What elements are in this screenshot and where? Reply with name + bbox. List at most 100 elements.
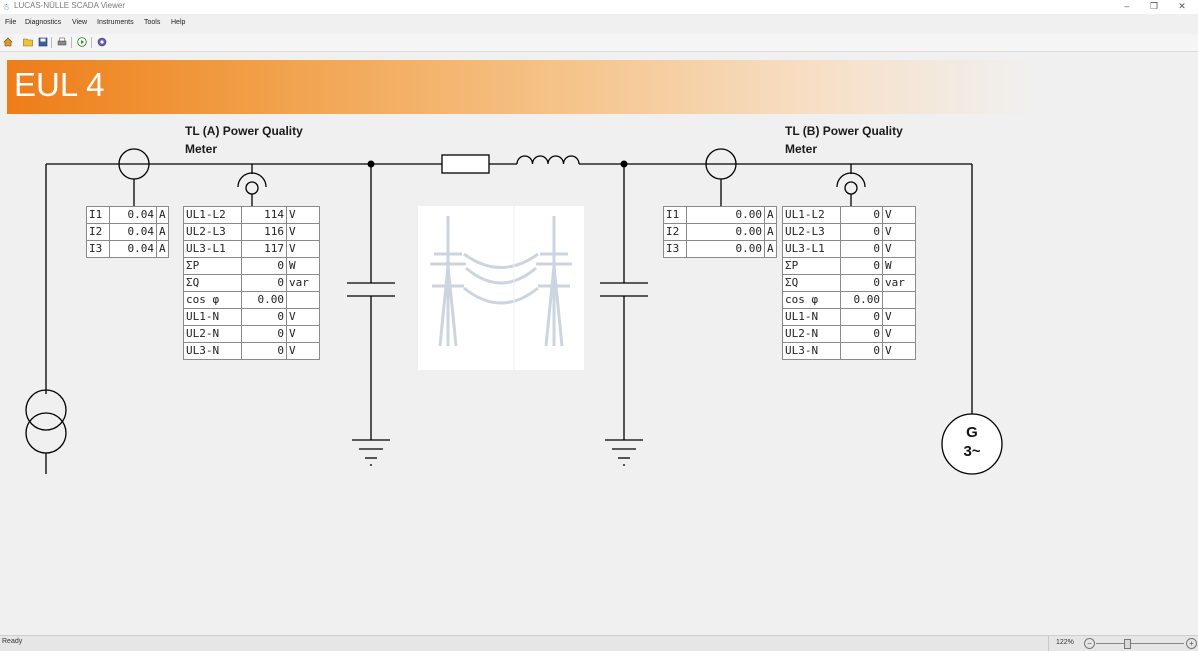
cell-value: 114 — [241, 206, 287, 224]
cell-value: 0 — [241, 274, 287, 292]
cell-unit — [882, 291, 916, 309]
cell-name: I3 — [663, 240, 687, 258]
transformer-coil-icon — [25, 412, 67, 454]
cell-unit: V — [286, 342, 320, 360]
cell-unit: A — [156, 240, 169, 258]
cell-name: UL3-L1 — [183, 240, 242, 258]
cell-unit: V — [286, 206, 320, 224]
inductor-icon — [516, 155, 580, 165]
cell-unit: V — [882, 223, 916, 241]
cell-name: I3 — [86, 240, 110, 258]
cell-name: ΣP — [183, 257, 242, 275]
settings-gear-icon[interactable] — [97, 37, 107, 47]
app-logo-icon: ☃ — [2, 2, 11, 12]
cell-name: I2 — [86, 223, 110, 241]
cell-value: 0.00 — [686, 240, 765, 258]
home-icon[interactable] — [3, 37, 13, 47]
cell-value: 0 — [840, 257, 883, 275]
save-icon[interactable] — [38, 37, 48, 47]
cell-value: 0 — [840, 342, 883, 360]
cell-name: UL2-N — [782, 325, 841, 343]
voltage-probe-a-icon — [237, 172, 267, 188]
cell-unit: W — [882, 257, 916, 275]
page-title: EUL 4 — [14, 66, 105, 103]
cell-name: UL2-L3 — [183, 223, 242, 241]
toolbar-separator — [71, 37, 72, 48]
cell-unit: V — [286, 308, 320, 326]
restore-button[interactable]: ❐ — [1149, 1, 1159, 11]
meter-a-label: TL (A) Power Quality Meter — [185, 122, 325, 158]
transmission-tower-image — [418, 206, 584, 370]
cell-name: cos φ — [183, 291, 242, 309]
cell-name: UL1-N — [183, 308, 242, 326]
voltage-probe-b-icon — [844, 181, 858, 195]
menu-help[interactable]: Help — [171, 19, 186, 26]
cell-unit: V — [286, 325, 320, 343]
cell-unit: var — [286, 274, 320, 292]
junction-dot — [367, 160, 375, 168]
generator-label-line2: 3~ — [963, 443, 981, 460]
cell-value: 0 — [241, 342, 287, 360]
meter-b-label: TL (B) Power Quality Meter — [785, 122, 925, 158]
page-banner: EUL 4 — [7, 60, 1032, 114]
cell-name: I1 — [663, 206, 687, 224]
cell-value: 0 — [840, 325, 883, 343]
cell-value: 0.00 — [686, 223, 765, 241]
cell-unit: V — [882, 342, 916, 360]
zoom-slider-track[interactable] — [1096, 643, 1184, 644]
cell-value: 0.04 — [109, 206, 157, 224]
menu-tools[interactable]: Tools — [144, 19, 161, 26]
open-folder-icon[interactable] — [23, 37, 33, 47]
cell-value: 0 — [840, 206, 883, 224]
zoom-out-button[interactable]: − — [1084, 638, 1095, 649]
title-bar: ☃ LUCAS-NÜLLE SCADA Viewer – ❐ ✕ — [0, 0, 1198, 14]
zoom-in-button[interactable]: + — [1186, 638, 1197, 649]
cell-unit: V — [882, 325, 916, 343]
menu-view[interactable]: View — [72, 19, 88, 26]
meter-a-label-line1: TL (A) Power Quality — [185, 124, 303, 138]
generator-label-line1: G — [966, 424, 978, 441]
print-icon[interactable] — [57, 37, 67, 47]
meter-b-label-line2: Meter — [785, 142, 818, 156]
cell-value: 0 — [840, 274, 883, 292]
cell-unit: V — [286, 240, 320, 258]
menu-file[interactable]: File — [5, 19, 17, 26]
cell-name: UL1-L2 — [183, 206, 242, 224]
menu-diagnostics[interactable]: Diagnostics — [25, 19, 62, 26]
play-icon[interactable] — [77, 37, 87, 47]
toolbar-separator — [51, 37, 52, 48]
cell-name: UL2-L3 — [782, 223, 841, 241]
generator-icon — [941, 413, 1003, 475]
menu-instruments[interactable]: Instruments — [97, 19, 134, 26]
cell-unit: A — [764, 206, 777, 224]
cell-name: UL2-N — [183, 325, 242, 343]
zoom-slider-thumb[interactable] — [1124, 639, 1131, 649]
menu-bar: File Diagnostics View Instruments Tools … — [0, 16, 1198, 31]
cell-name: UL3-L1 — [782, 240, 841, 258]
cell-name: cos φ — [782, 291, 841, 309]
minimize-button[interactable]: – — [1124, 1, 1130, 11]
window-title: LUCAS-NÜLLE SCADA Viewer — [14, 1, 126, 10]
transformer-coil-icon — [25, 389, 67, 431]
close-button[interactable]: ✕ — [1178, 1, 1186, 11]
